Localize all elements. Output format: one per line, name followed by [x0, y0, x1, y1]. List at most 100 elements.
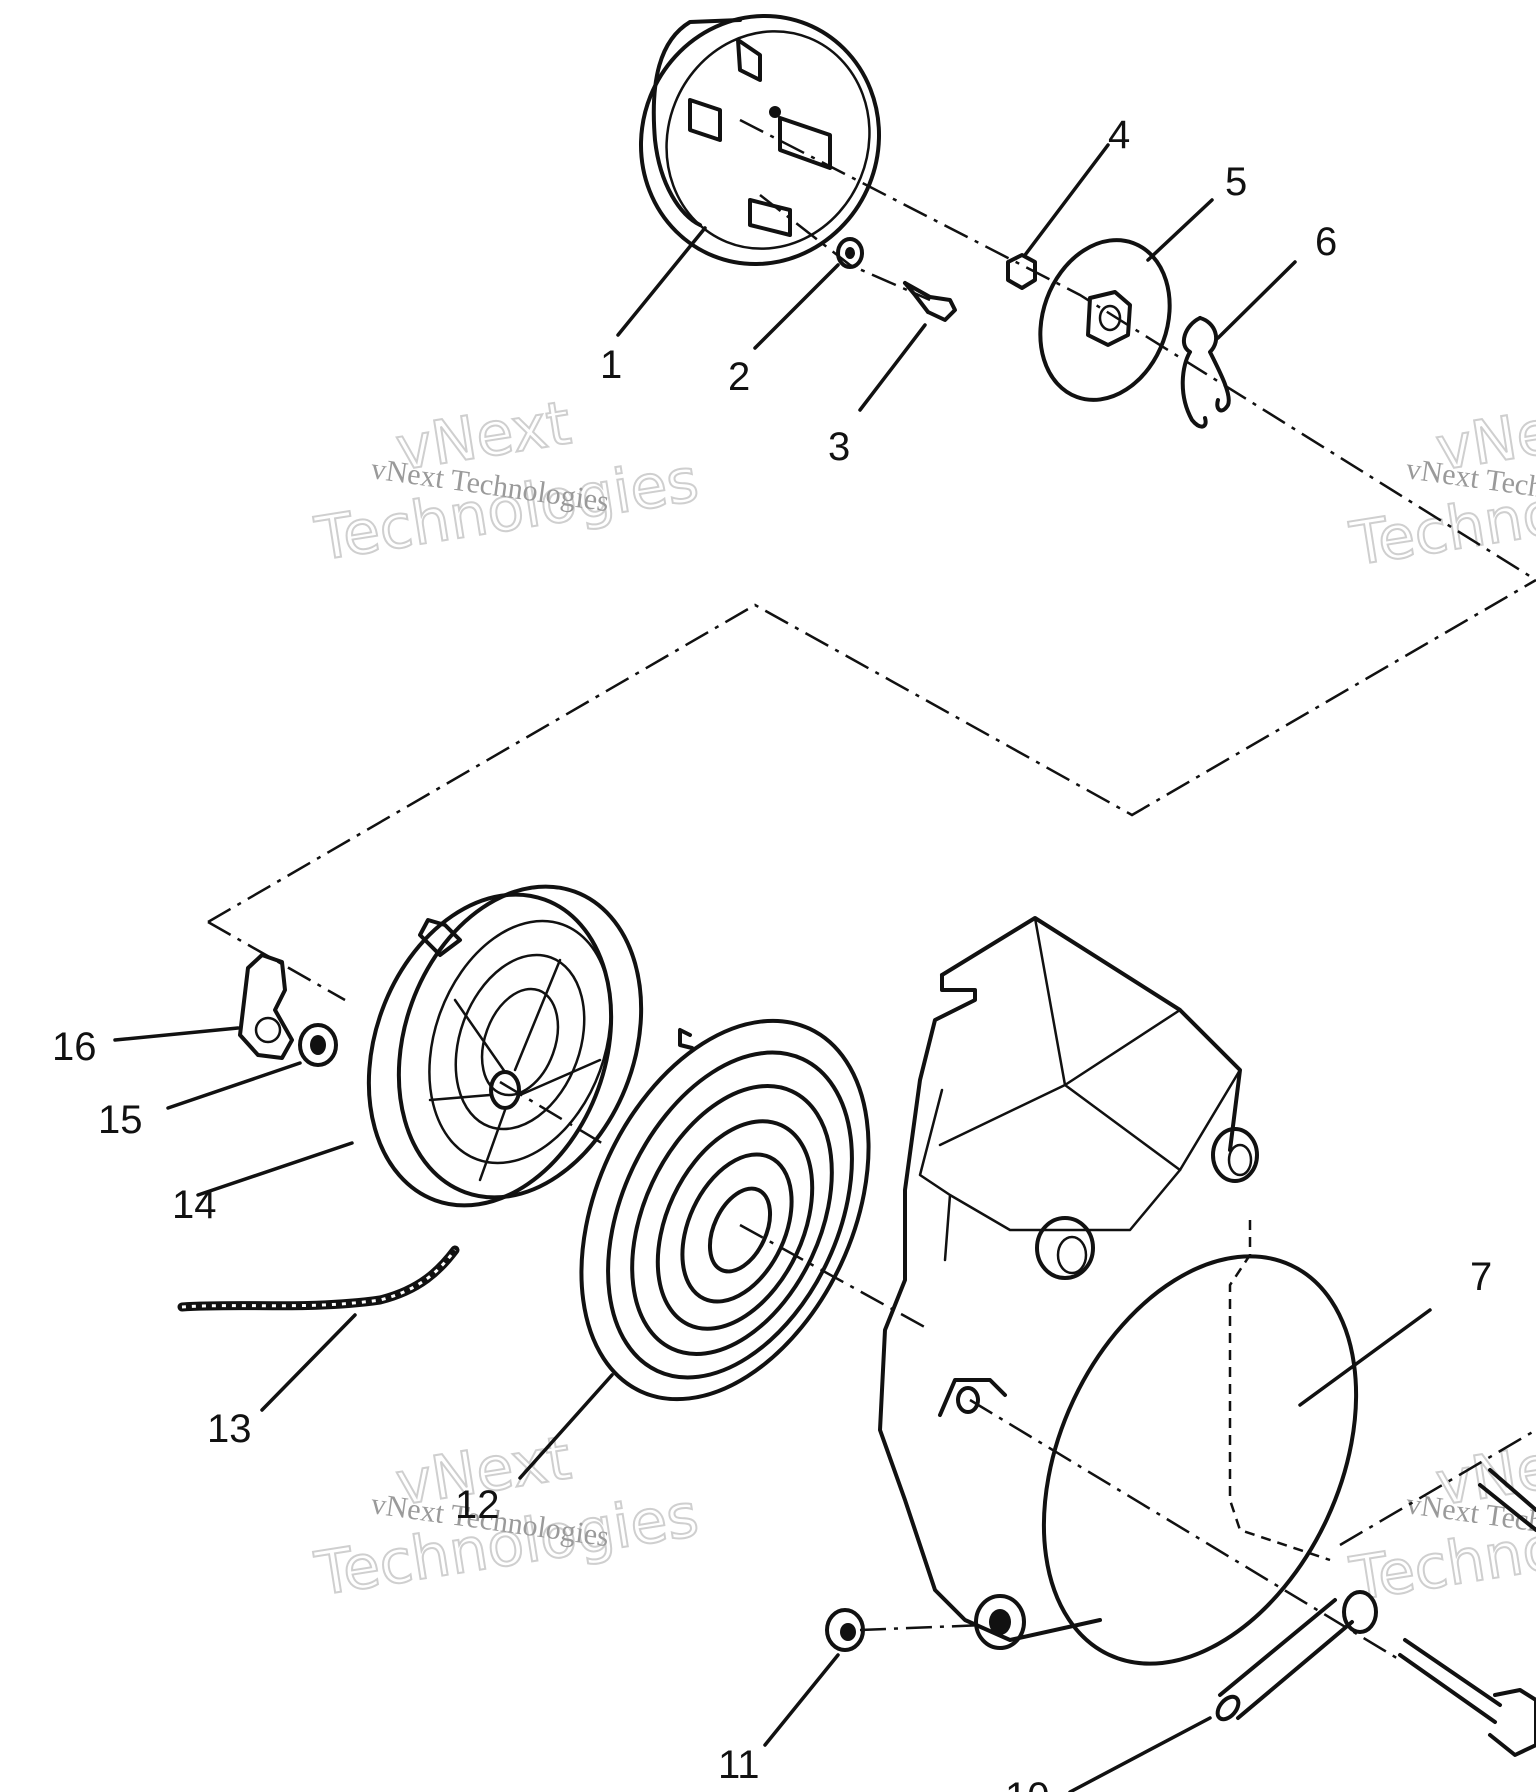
- pulley-rim-back: [366, 892, 614, 1208]
- handle-rod-end: [1215, 1694, 1241, 1722]
- clip-wire-1: [1180, 316, 1208, 429]
- lower-nut-outer: [825, 1608, 865, 1652]
- pulley-spokes: [428, 958, 602, 1182]
- callout-4: 4: [1108, 113, 1130, 157]
- leader-5: [1146, 198, 1214, 262]
- long-bolt-shank: [1398, 1638, 1502, 1724]
- callout-15: 15: [98, 1098, 143, 1142]
- center-line-top: [739, 118, 1536, 582]
- callout-16: 16: [52, 1025, 97, 1069]
- leader-7: [1298, 1308, 1432, 1407]
- pulley-ring-1: [428, 919, 612, 1165]
- housing-boss-upper-left: [1035, 1216, 1095, 1280]
- callout-5: 5: [1225, 160, 1247, 204]
- spring-coil-3: [630, 1084, 834, 1356]
- center-line-nut: [859, 1623, 986, 1632]
- housing-ear: [938, 1378, 1007, 1417]
- part-5-retainer-plate: [1038, 198, 1214, 402]
- cup-slot-3: [778, 116, 832, 170]
- housing-boss-lower: [974, 1594, 1026, 1650]
- cup-slot-2: [688, 98, 722, 142]
- watermark-top-right: vNext Technologies vNext Technologies: [1344, 387, 1536, 581]
- small-spring-inner: [310, 1035, 326, 1055]
- part-4-nut: [1006, 143, 1110, 290]
- rope-texture: [181, 1249, 457, 1309]
- spring-coil-2: [606, 1050, 854, 1380]
- part-10-handle-bolt: [1068, 1468, 1536, 1792]
- lower-nut-hole: [840, 1623, 856, 1641]
- housing-outline-top: [940, 916, 1242, 1152]
- assembly-center-lines: [207, 118, 1536, 1662]
- center-line-right-edge: [1339, 1428, 1536, 1547]
- housing-facets: [938, 916, 1242, 1172]
- callout-labels: 1 2 3 4 5 6 7 10 11 12 13 14 15 16: [52, 113, 1492, 1792]
- part-14-pulley: [196, 884, 644, 1208]
- pulley-ring-2: [454, 953, 586, 1131]
- callout-10: 10: [1005, 1775, 1050, 1792]
- handle-rod: [1218, 1598, 1354, 1720]
- pawl-pivot: [254, 1016, 282, 1044]
- spring-coil-5: [680, 1152, 794, 1304]
- watermark-top-left: vNext Technologies vNext Technologies: [309, 387, 704, 576]
- part-16-pawl: [113, 953, 294, 1060]
- callout-6: 6: [1315, 220, 1337, 264]
- watermark-bottom-right: vNext Technologies vNext Technologies: [1344, 1422, 1536, 1616]
- housing-boss-upper-right-hole: [1227, 1143, 1253, 1177]
- pulley-top-tab: [418, 918, 462, 957]
- spring-hook-end: [678, 1028, 694, 1050]
- housing-outline-left: [878, 973, 1102, 1642]
- leader-14: [196, 1141, 354, 1197]
- cup-slot-1: [736, 38, 762, 82]
- part-1-starter-cup: [616, 13, 882, 337]
- housing-hidden-edge: [1228, 1220, 1331, 1562]
- washer-outer: [836, 237, 864, 269]
- leader-11: [763, 1653, 840, 1747]
- callout-7: 7: [1470, 1255, 1492, 1299]
- leader-1: [616, 226, 707, 337]
- small-spring-outer: [298, 1023, 338, 1067]
- retainer-hub: [1086, 290, 1132, 347]
- callout-3: 3: [828, 425, 850, 469]
- leader-4: [1023, 143, 1110, 257]
- pulley-ring-3: [480, 987, 560, 1097]
- leader-6: [1216, 260, 1297, 340]
- spring-coil-1: [579, 1018, 871, 1402]
- spring-coil-4: [655, 1119, 815, 1331]
- callout-14: 14: [172, 1183, 217, 1227]
- part-6-spring-clip: [1180, 260, 1297, 429]
- leader-12: [518, 1373, 614, 1480]
- center-line-plane-upper: [207, 578, 1536, 924]
- callout-11: 11: [718, 1743, 760, 1787]
- nut-hex: [1006, 253, 1037, 290]
- callout-13: 13: [207, 1407, 252, 1451]
- part-2-washer: [753, 237, 864, 350]
- housing-boss-lower-hole: [989, 1609, 1011, 1635]
- leader-2: [753, 263, 840, 350]
- leader-13: [260, 1313, 357, 1412]
- cup-rim-inner: [665, 30, 871, 250]
- part-11-nut: [763, 1608, 865, 1747]
- cup-rim-outer: [638, 13, 882, 267]
- bolt-shank: [903, 281, 930, 314]
- part-12-recoil-spring: [518, 1018, 871, 1480]
- bolt-head: [903, 281, 957, 322]
- leader-3: [858, 323, 927, 412]
- leader-10: [1068, 1716, 1212, 1792]
- retainer-hub-hole: [1098, 304, 1122, 332]
- washer-hole: [845, 247, 855, 259]
- pulley-face: [396, 884, 644, 1200]
- cup-center-hole: [769, 106, 781, 118]
- part-15-pawl-spring: [166, 1023, 338, 1110]
- clip-wire-2: [1198, 316, 1231, 413]
- housing-cover-face: [1041, 1254, 1359, 1666]
- part-7-starter-housing: [878, 916, 1432, 1666]
- cup-body-left: [651, 18, 742, 227]
- retainer-disc: [1038, 238, 1172, 402]
- housing-ear-hole: [956, 1386, 980, 1414]
- callout-12: 12: [455, 1483, 500, 1527]
- pawl-body: [238, 953, 294, 1060]
- housing-panel-lines: [918, 1088, 1182, 1262]
- right-edge-bolt: [1478, 1468, 1536, 1532]
- housing-boss-upper-left-hole: [1056, 1235, 1088, 1275]
